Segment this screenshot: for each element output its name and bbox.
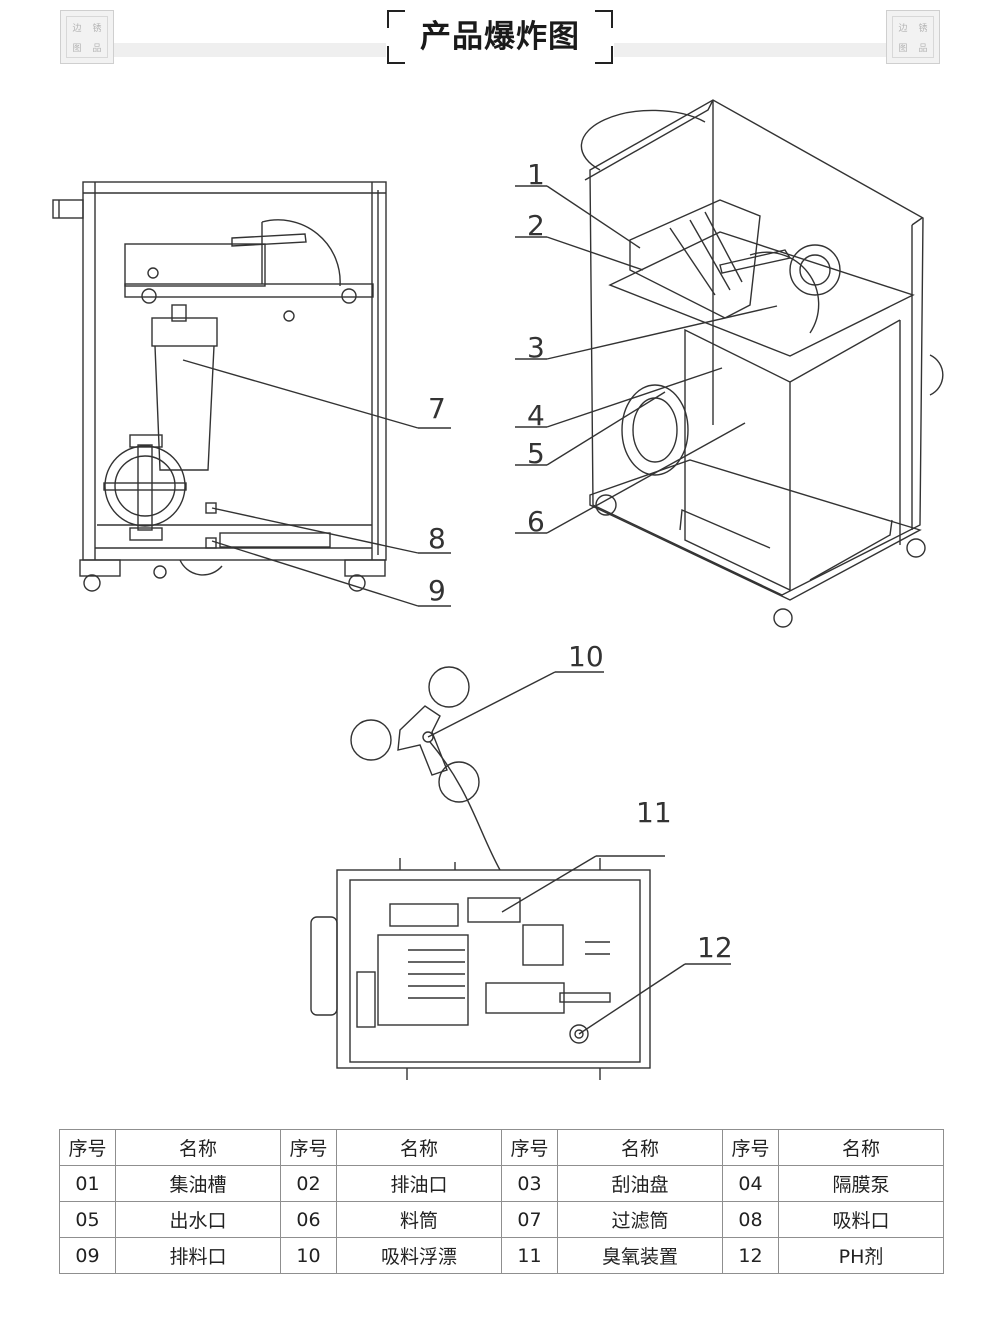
part-name: 刮油盘 [557,1165,723,1202]
part-name: 隔膜泵 [778,1165,944,1202]
part-name: 过滤筒 [557,1201,723,1238]
callout-12: 12 [697,931,733,964]
part-index: 07 [501,1201,558,1238]
part-index: 09 [59,1237,116,1274]
callout-1: 1 [527,158,545,191]
part-index: 04 [722,1165,779,1202]
callout-2: 2 [527,209,545,242]
part-index: 10 [280,1237,337,1274]
badge-char: 锈 [92,23,102,34]
badge-char: 品 [92,43,102,54]
badge-right: 边 锈 图 品 [886,10,940,64]
part-index: 01 [59,1165,116,1202]
pump-front [104,445,186,527]
part-index: 08 [722,1201,779,1238]
col-header-index: 序号 [280,1129,337,1166]
badge-char: 锈 [918,23,928,34]
col-header-index: 序号 [722,1129,779,1166]
part-name: 排油口 [336,1165,502,1202]
callout-8: 8 [428,522,446,555]
skimmer-plate [124,283,374,298]
top-plate [608,231,915,357]
bracket-bottom-left [387,46,405,64]
col-header-index: 序号 [501,1129,558,1166]
header: 边 锈 图 品 产品爆炸图 边 锈 图 品 [0,0,1000,80]
parts-table: 序号 名称 序号 名称 序号 名称 序号 名称 01 集油槽 02 排油口 03… [59,1129,944,1274]
table-row: 09 排料口 10 吸料浮漂 11 臭氧装置 12 PH剂 [59,1237,944,1274]
part-name: 料筒 [336,1201,502,1238]
part-index: 06 [280,1201,337,1238]
badge-char: 图 [898,43,908,54]
part-index: 02 [280,1165,337,1202]
frame-outline [589,99,924,596]
suction-float [350,666,604,871]
exploded-drawings: 1 2 3 4 5 6 7 8 9 10 11 12 [52,99,944,1080]
pump-iso [621,384,689,476]
col-header-name: 名称 [115,1129,281,1166]
page-title: 产品爆炸图 [420,19,580,55]
part-name: 集油槽 [115,1165,281,1202]
top-view-outline [336,869,651,1069]
cabinet-outline [82,181,387,561]
callout-5: 5 [527,437,545,470]
part-index: 12 [722,1237,779,1274]
badge-char: 边 [72,23,82,34]
callout-3: 3 [527,331,545,364]
title-band-right [614,43,886,57]
part-name: 出水口 [115,1201,281,1238]
inlet-pipe [52,199,84,219]
part-index: 05 [59,1201,116,1238]
callout-6: 6 [527,505,545,538]
badge-left: 边 锈 图 品 [60,10,114,64]
callout-numbers: 1 2 3 4 5 6 7 8 9 10 11 12 [428,158,733,964]
badge-char: 品 [918,43,928,54]
isometric-view [515,99,944,628]
top-view [310,855,731,1080]
table-row: 05 出水口 06 料筒 07 过滤筒 08 吸料口 [59,1201,944,1238]
callout-9: 9 [428,574,446,607]
col-header-name: 名称 [557,1129,723,1166]
ozone-unit-top [467,897,521,923]
col-header-name: 名称 [336,1129,502,1166]
callout-10: 10 [568,640,604,673]
ph-dispenser [569,1024,589,1044]
handle [310,916,338,1016]
bracket-bottom-right [595,46,613,64]
bracket-top-right [595,10,613,28]
oil-tank-front [124,243,266,287]
part-name: 排料口 [115,1237,281,1274]
title-band-left [114,43,386,57]
part-index: 03 [501,1165,558,1202]
table-row: 01 集油槽 02 排油口 03 刮油盘 04 隔膜泵 [59,1165,944,1202]
callout-11: 11 [636,796,672,829]
col-header-name: 名称 [778,1129,944,1166]
col-header-index: 序号 [59,1129,116,1166]
bracket-top-left [387,10,405,28]
callout-7: 7 [428,392,446,425]
part-name: 吸料浮漂 [336,1237,502,1274]
float-hub [397,705,448,776]
part-name: 臭氧装置 [557,1237,723,1274]
title-box: 产品爆炸图 [387,10,613,64]
front-view [52,181,451,607]
motor [789,244,841,296]
part-name: 吸料口 [778,1201,944,1238]
part-index: 11 [501,1237,558,1274]
part-name: PH剂 [778,1237,944,1274]
badge-char: 边 [898,23,908,34]
callout-4: 4 [527,399,545,432]
table-header-row: 序号 名称 序号 名称 序号 名称 序号 名称 [59,1129,944,1166]
badge-char: 图 [72,43,82,54]
